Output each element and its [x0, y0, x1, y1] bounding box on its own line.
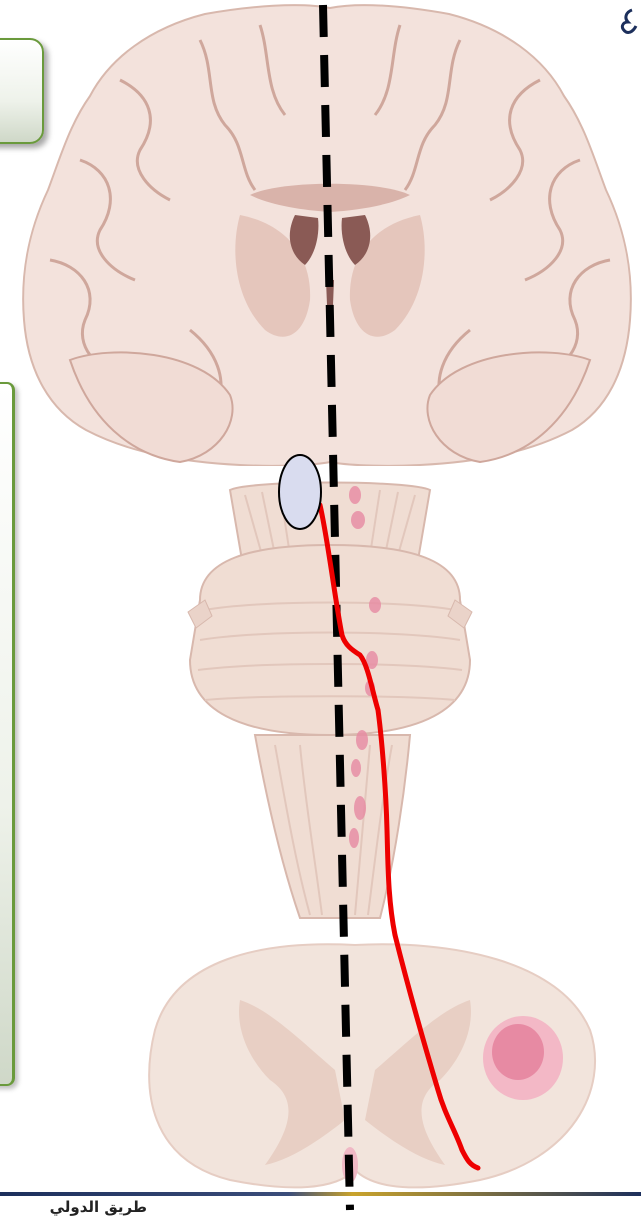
footer-divider: [0, 1192, 641, 1196]
spinal-tract-lesion-inner: [492, 1024, 544, 1080]
footer-text: طريق الدولي: [50, 1198, 147, 1216]
corner-logo-icon: [610, 6, 640, 46]
spinal-cord-section: [140, 920, 610, 1200]
lesion-oval-marker: [279, 455, 321, 529]
